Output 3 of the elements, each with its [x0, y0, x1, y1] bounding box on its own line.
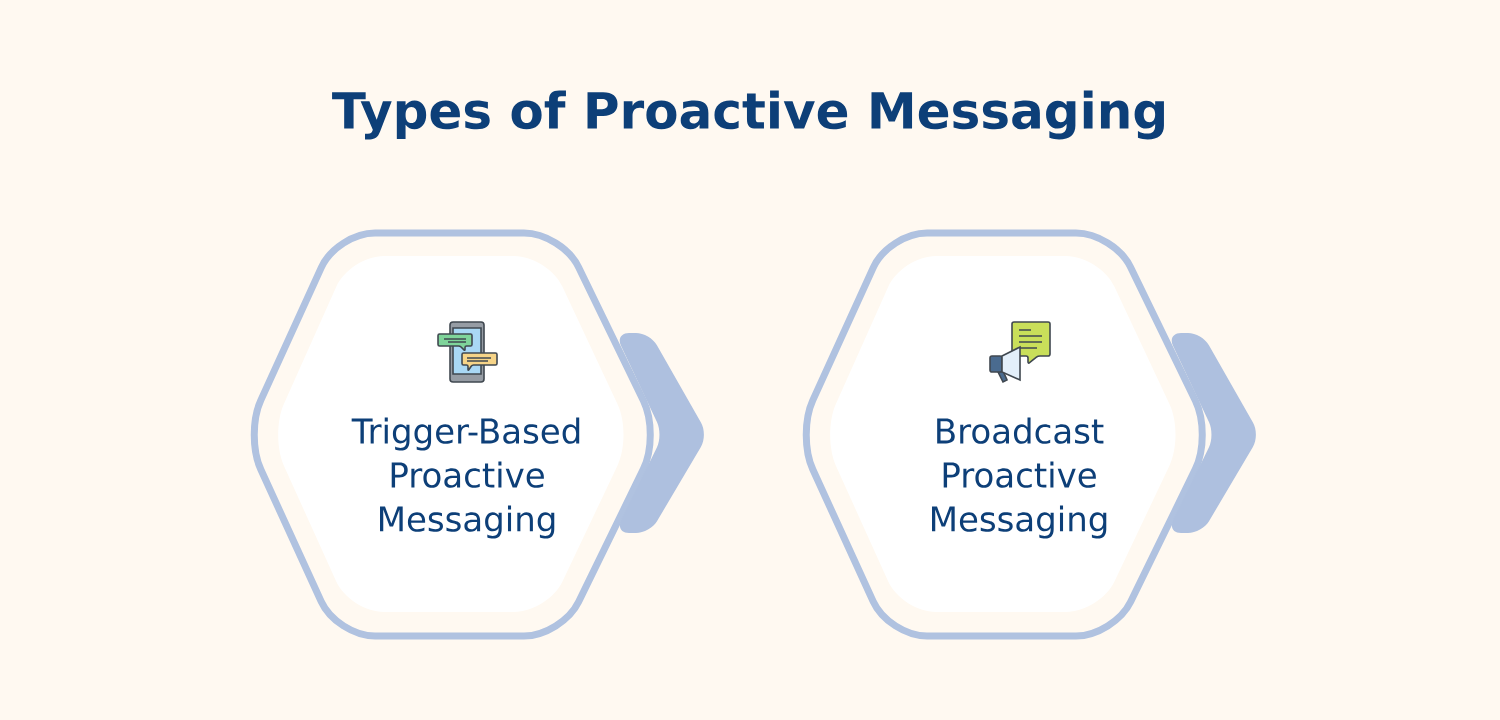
hexagon-box: Broadcast Proactive Messaging	[802, 229, 1256, 640]
hexagon-box: Trigger-Based Proactive Messaging	[250, 229, 704, 640]
title: Types of Proactive Messaging	[332, 90, 1164, 140]
